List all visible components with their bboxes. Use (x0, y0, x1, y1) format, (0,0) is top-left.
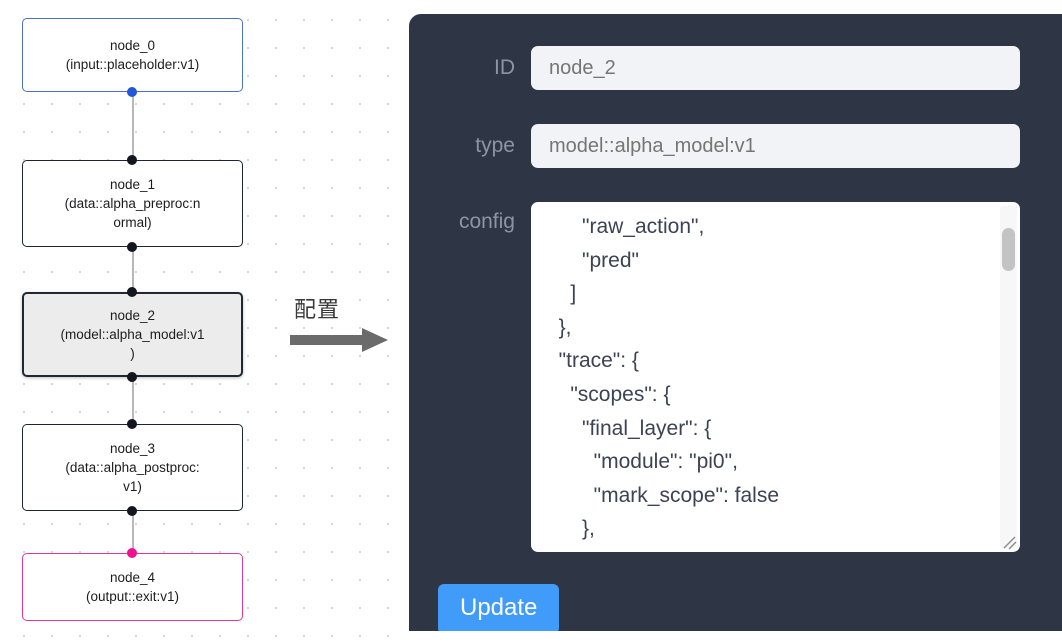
graph-node-label: node_3 (data::alpha_postproc: v1) (65, 441, 200, 494)
config-scrollbar-track[interactable] (1000, 206, 1017, 548)
config-textarea-wrap: "raw_action", "pred" ] }, "trace": { "sc… (531, 202, 1020, 552)
node-handle-target-node_1[interactable] (127, 155, 137, 165)
configure-arrow-label: 配置 (294, 298, 341, 323)
graph-node-node_2[interactable]: node_2 (model::alpha_model:v1 ) (22, 292, 243, 377)
config-field-row: config "raw_action", "pred" ] }, "trace"… (409, 202, 1062, 552)
graph-node-node_1[interactable]: node_1 (data::alpha_preproc:n ormal) (22, 160, 243, 247)
type-input[interactable] (531, 124, 1020, 168)
node-handle-source-node_0[interactable] (127, 87, 137, 97)
node-graph-canvas[interactable]: node_0 (input::placeholder:v1) node_1 (d… (0, 0, 400, 643)
node-handle-target-node_3[interactable] (127, 419, 137, 429)
node-handle-target-node_2[interactable] (127, 287, 137, 297)
config-scrollbar-thumb[interactable] (1002, 228, 1015, 271)
node-handle-source-node_1[interactable] (127, 242, 137, 252)
edge-node1-node2 (132, 247, 134, 292)
id-field-row: ID (409, 46, 1062, 90)
update-button[interactable]: Update (438, 584, 560, 631)
arrow-right-icon (290, 328, 388, 352)
graph-node-label: node_1 (data::alpha_preproc:n ormal) (64, 177, 201, 230)
graph-node-label: node_4 (output::exit:v1) (85, 570, 180, 604)
graph-node-node_0[interactable]: node_0 (input::placeholder:v1) (22, 18, 243, 92)
node-handle-source-node_3[interactable] (127, 506, 137, 516)
graph-node-node_3[interactable]: node_3 (data::alpha_postproc: v1) (22, 424, 243, 511)
id-field-label: ID (494, 56, 515, 79)
config-field-label: config (458, 210, 515, 233)
node-handle-source-node_2[interactable] (127, 372, 137, 382)
node-config-panel: ID type config "raw_action", "pred" ] },… (409, 14, 1062, 631)
type-field-row: type (409, 124, 1062, 168)
graph-node-label: node_2 (model::alpha_model:v1 ) (60, 308, 205, 361)
graph-node-label: node_0 (input::placeholder:v1) (65, 38, 200, 72)
id-input[interactable] (531, 46, 1020, 90)
graph-node-node_4[interactable]: node_4 (output::exit:v1) (22, 553, 243, 621)
config-textarea[interactable]: "raw_action", "pred" ] }, "trace": { "sc… (531, 202, 1020, 552)
configure-arrow-group: 配置 (282, 292, 400, 362)
type-field-label: type (475, 134, 515, 157)
node-handle-target-node_4[interactable] (127, 548, 137, 558)
edge-node0-node1 (132, 92, 134, 160)
edge-node3-node4 (132, 511, 134, 551)
edge-node2-node3 (132, 377, 134, 422)
